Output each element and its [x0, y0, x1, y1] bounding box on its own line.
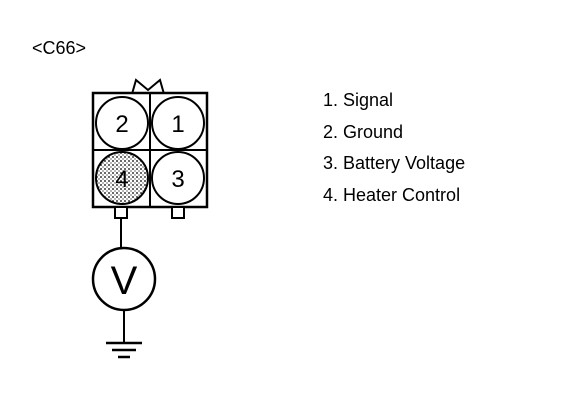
pin-2-circle — [95, 96, 149, 150]
connector-name: <C66> — [32, 38, 86, 58]
pin-1-label: 1 — [171, 111, 184, 138]
pin-4-circle — [95, 151, 149, 205]
legend-item-ground: 2. Ground — [323, 121, 404, 142]
pin-4-label: 4 — [115, 166, 128, 193]
terminal-tab-pin-3 — [171, 206, 185, 219]
terminal-tab-pin-4 — [114, 206, 128, 219]
pin-3-circle — [151, 151, 205, 205]
voltmeter-symbol: V — [111, 259, 138, 303]
pin-2-label: 2 — [115, 111, 128, 138]
pin-3-label: 3 — [171, 166, 184, 193]
legend-item-battery-voltage: 3. Battery Voltage — [323, 153, 466, 173]
pin-legend: 1. Signal 2. Ground 3. Battery Voltage 4… — [323, 85, 465, 211]
connector-lock-tab — [131, 78, 165, 95]
ground-icon — [106, 341, 142, 359]
pin-1-circle — [151, 96, 205, 150]
legend-item-heater-control: 4. Heater Control — [323, 184, 461, 205]
legend-item-signal: 1. Signal — [323, 90, 394, 110]
